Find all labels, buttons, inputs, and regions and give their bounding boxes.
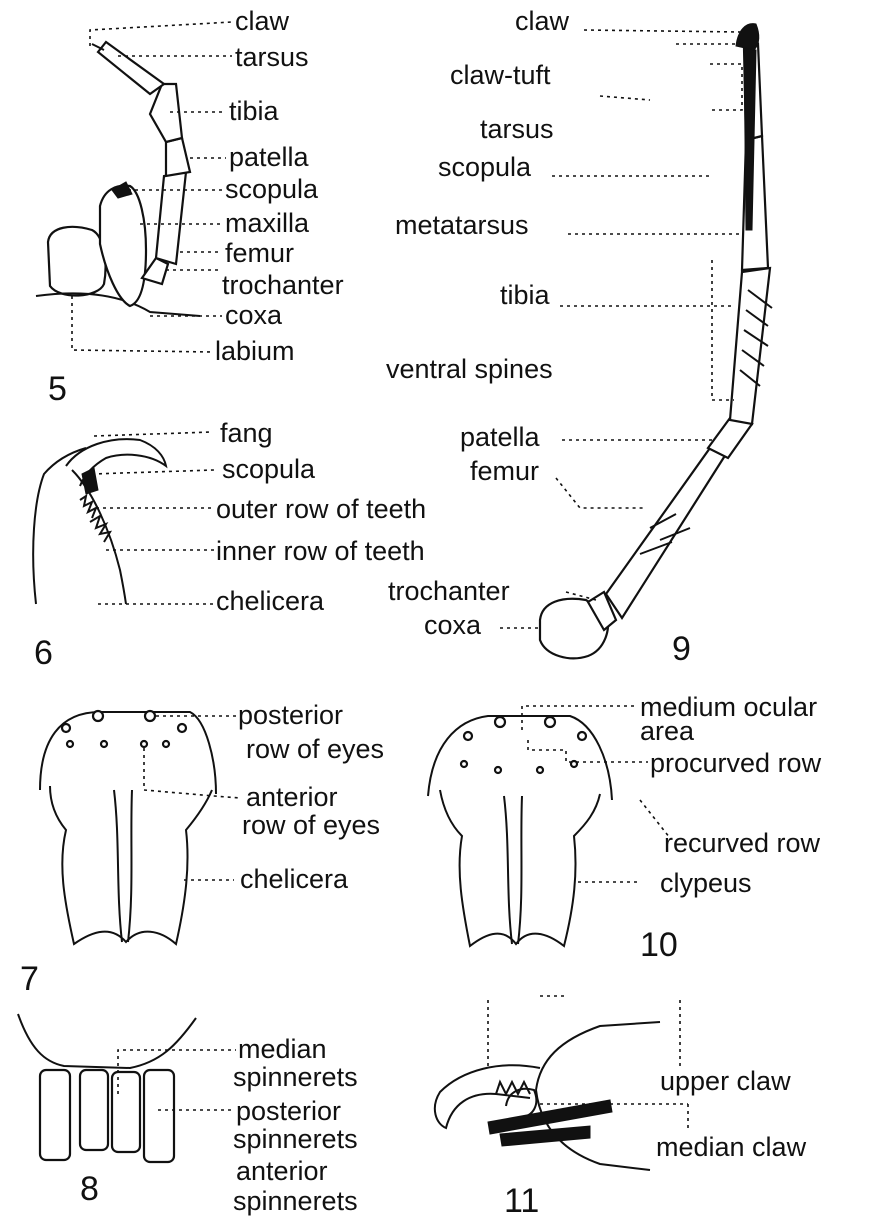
label-patella-9: patella [460,422,541,452]
chelicera-outline-left [33,448,86,604]
femur-shape [606,448,726,618]
spinneret-2 [80,1070,108,1150]
figure-number-5: 5 [48,370,67,408]
figure-7-head-front [40,711,216,944]
label-tibia: tibia [229,96,280,126]
spinneret-3 [112,1072,140,1152]
label-chelicera-6: chelicera [216,586,325,616]
label-scopula-9: scopula [438,152,532,182]
chelicera-outline-right [72,470,126,604]
label-coxa: coxa [225,300,283,330]
tibia-segment [150,84,182,142]
label-spinnerets-median: spinnerets [233,1062,358,1092]
figure-6-chelicera [33,439,166,604]
femur-segment [156,172,186,264]
label-procurved-row: procurved row [650,748,822,778]
tarsus-segment [98,42,164,94]
label-trochanter-9: trochanter [388,576,510,606]
figure-6-leaders [92,432,214,604]
label-anterior-8: anterior [236,1156,328,1186]
figure-5-pedipalp [36,42,200,316]
label-upper-claw: upper claw [660,1066,791,1096]
label-claw: claw [235,6,290,36]
figure-7-leaders [144,716,240,880]
label-coxa-9: coxa [424,610,482,640]
label-posterior-7: posterior [238,700,343,730]
label-trochanter: trochanter [222,270,344,300]
body-edge [36,293,200,316]
label-labium: labium [215,336,295,366]
carapace-front-10 [428,716,612,800]
label-femur: femur [225,238,294,268]
label-outer-row-of-teeth: outer row of teeth [216,494,426,524]
label-median: median [238,1034,327,1064]
label-fang: fang [220,418,273,448]
spinneret-1 [40,1070,70,1160]
label-posterior-8: posterior [236,1096,341,1126]
patella-segment [166,138,190,176]
figure-10-head-front [428,716,612,946]
tarsus-top-edge [536,1022,660,1090]
label-scopula-6: scopula [222,454,316,484]
labium-shape [48,227,106,296]
claw-tuft-shape [736,24,759,50]
figure-number-10: 10 [640,926,678,964]
figure-number-8: 8 [80,1170,99,1208]
label-claw-tuft: claw-tuft [450,60,551,90]
label-inner-row-of-teeth: inner row of teeth [216,536,425,566]
chelicera-divide-10 [504,796,522,944]
label-clypeus: clypeus [660,868,752,898]
figure-number-7: 7 [20,960,39,998]
label-tibia-9: tibia [500,280,551,310]
label-median-claw: median claw [656,1132,807,1162]
label-row-of-eyes-posterior: row of eyes [246,734,384,764]
chelicera-divide [114,790,132,942]
label-maxilla: maxilla [225,208,310,238]
label-row-of-eyes-anterior: row of eyes [242,810,380,840]
label-chelicera-7: chelicera [240,864,349,894]
spinneret-4 [144,1070,174,1162]
label-area: area [640,716,695,746]
label-metatarsus: metatarsus [395,210,529,240]
label-ventral-spines: ventral spines [386,354,553,384]
figure-number-9: 9 [672,630,691,668]
label-femur-9: femur [470,456,539,486]
label-claw-9: claw [515,6,570,36]
label-anterior-7: anterior [246,782,338,812]
label-patella: patella [229,142,310,172]
figure-11-claws [435,1022,660,1170]
scopula-tuft-6 [82,468,98,494]
maxilla-shape [100,186,146,306]
figure-9-leg [540,24,772,659]
figure-8-spinnerets [18,1014,196,1162]
label-spinnerets-posterior: spinnerets [233,1124,358,1154]
patella-shape [708,418,752,458]
label-recurved-row: recurved row [664,828,821,858]
figure-number-6: 6 [34,634,53,672]
label-tarsus: tarsus [235,42,309,72]
figure-number-11: 11 [504,1182,539,1220]
label-tarsus-9: tarsus [480,114,554,144]
label-scopula: scopula [225,174,319,204]
abdomen-tip [18,1014,196,1068]
figure-5-leaders [72,22,232,352]
label-spinnerets-anterior: spinnerets [233,1186,358,1216]
